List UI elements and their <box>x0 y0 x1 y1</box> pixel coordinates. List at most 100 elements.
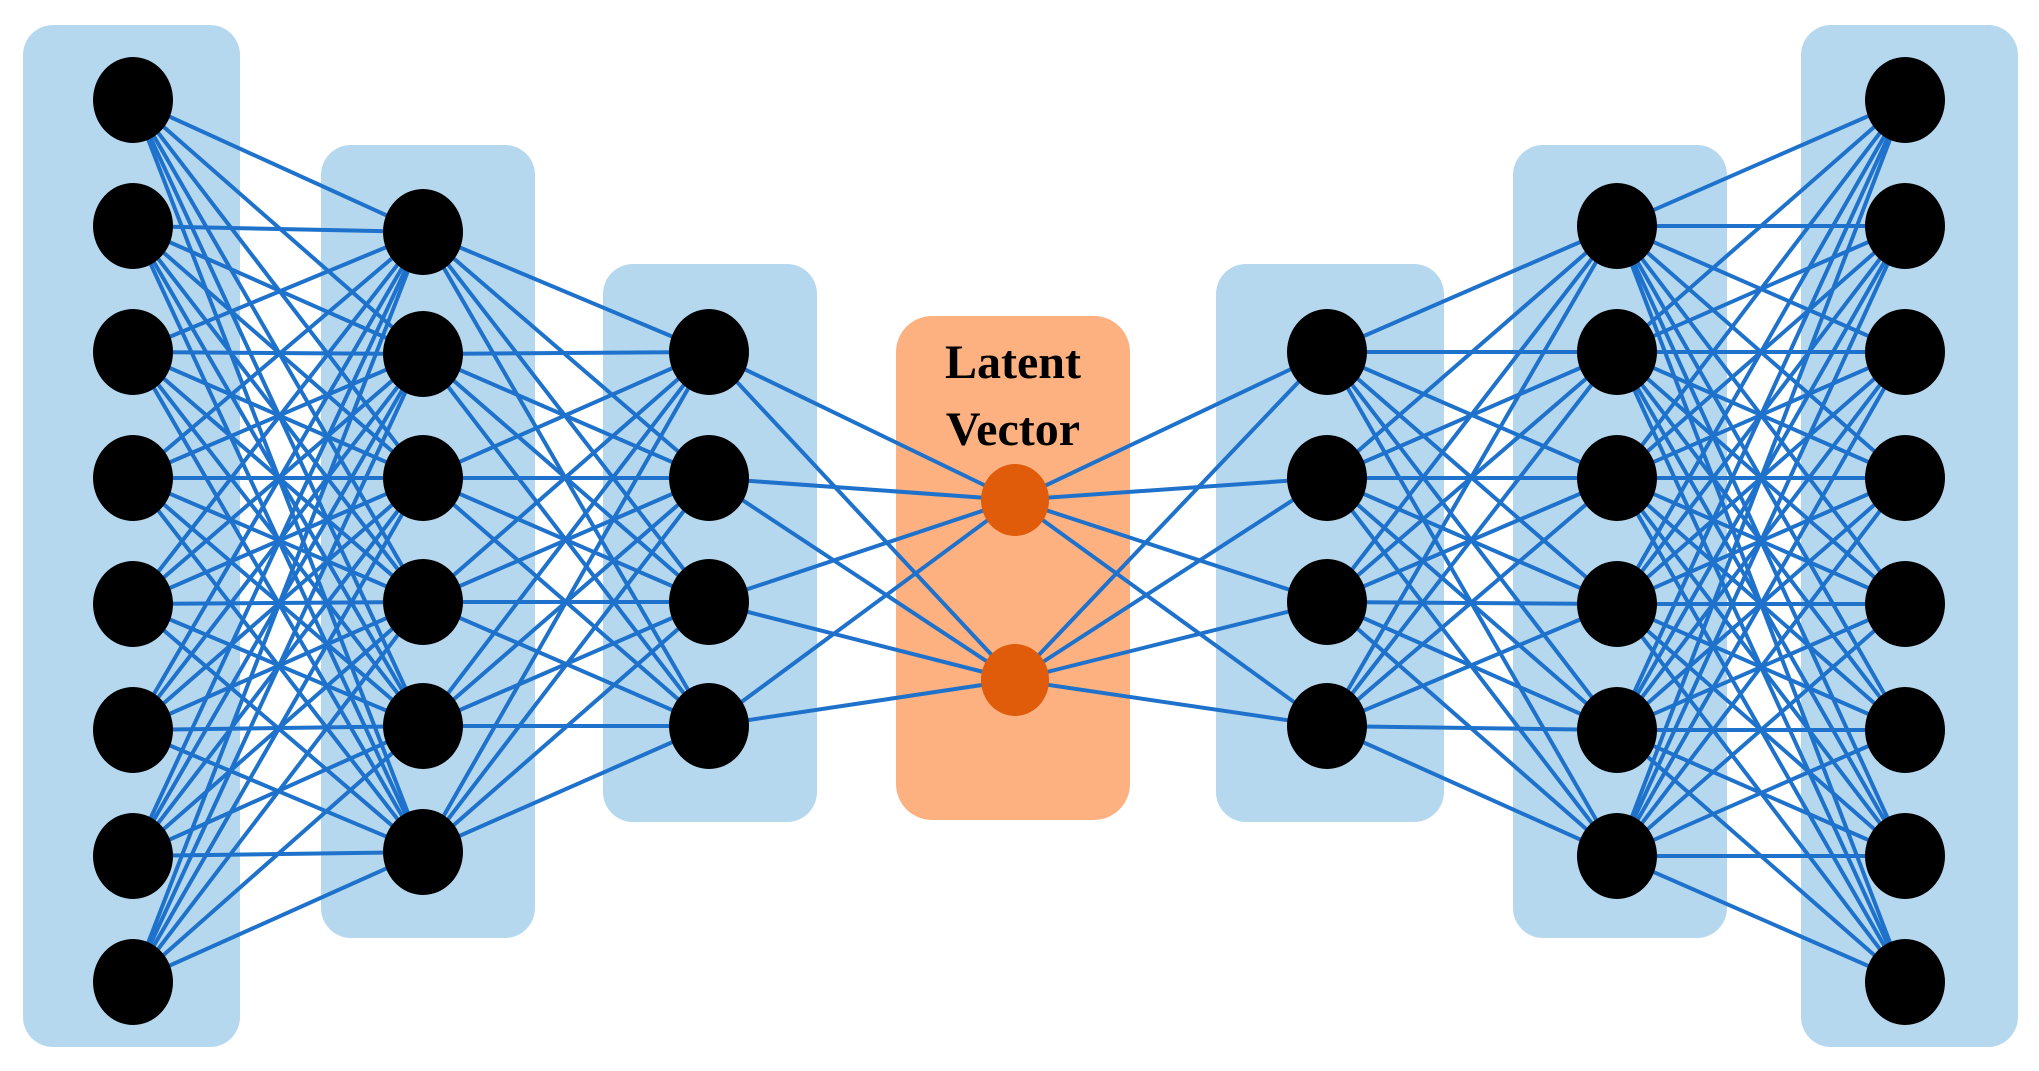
neuron-layer-7 <box>1865 687 1945 773</box>
layer-box-2 <box>321 145 535 938</box>
connection-edge <box>1615 728 1907 858</box>
neuron-layer-7 <box>1865 561 1945 647</box>
neuron-layer-1 <box>93 561 173 647</box>
neuron-layer-7 <box>1865 309 1945 395</box>
neurons <box>93 57 1945 1025</box>
latent-neuron <box>981 464 1049 536</box>
neuron-layer-2 <box>383 189 463 275</box>
connection-edge <box>1615 602 1907 858</box>
neuron-layer-7 <box>1865 813 1945 899</box>
layer-boxes <box>23 25 2018 1047</box>
neuron-layer-1 <box>93 813 173 899</box>
neuron-layer-6 <box>1577 561 1657 647</box>
connection-edge <box>131 230 425 984</box>
connection-edge <box>131 476 425 984</box>
connection-edge <box>1615 98 1907 354</box>
neuron-layer-3 <box>669 435 749 521</box>
connection-edge <box>1325 602 1619 728</box>
connection-edge <box>1013 600 1329 682</box>
connection-edge <box>131 98 425 234</box>
neuron-layer-5 <box>1287 683 1367 769</box>
connection-edge <box>1325 224 1619 604</box>
connection-edge <box>707 350 1017 682</box>
connection-edge <box>421 476 711 854</box>
connection-edge <box>1615 350 1907 858</box>
connection-edge <box>1325 724 1619 732</box>
neuron-layer-1 <box>93 939 173 1025</box>
connection-edge <box>707 476 1017 502</box>
connection-edge <box>131 724 425 984</box>
neuron-layer-7 <box>1865 435 1945 521</box>
connection-edge <box>1615 98 1907 480</box>
connection-edge <box>421 350 711 480</box>
connection-edge <box>421 350 711 604</box>
connection-edge <box>707 476 1017 682</box>
layer-box-6 <box>1513 145 1727 938</box>
neuron-layer-5 <box>1287 309 1367 395</box>
connection-edge <box>131 230 425 858</box>
neuron-layer-1 <box>93 309 173 395</box>
connection-edge <box>1615 98 1907 858</box>
connection-edge <box>131 600 425 984</box>
connection-edge <box>707 498 1017 728</box>
neuron-layer-5 <box>1287 559 1367 645</box>
connection-edge <box>1325 724 1619 858</box>
latent-neuron <box>981 644 1049 716</box>
neuron-layer-3 <box>669 309 749 395</box>
layer-box-1 <box>23 25 240 1047</box>
neuron-layer-6 <box>1577 435 1657 521</box>
neuron-layer-2 <box>383 683 463 769</box>
connection-edge <box>1615 98 1907 228</box>
connection-edge <box>421 350 711 854</box>
connection-edge <box>131 230 425 354</box>
neuron-layer-7 <box>1865 183 1945 269</box>
connection-edge <box>421 350 711 356</box>
connection-edge <box>707 600 1017 682</box>
connection-edge <box>707 498 1017 604</box>
neuron-layer-5 <box>1287 435 1367 521</box>
connection-edge <box>1325 350 1619 728</box>
connection-edge <box>421 350 711 728</box>
connection-edge <box>131 850 425 984</box>
latent-label-line1: Latent <box>945 336 1081 389</box>
neuron-layer-3 <box>669 683 749 769</box>
neuron-layer-2 <box>383 311 463 397</box>
connection-edge <box>1013 476 1329 502</box>
connection-edge <box>1325 224 1619 354</box>
connection-edge <box>1325 224 1619 480</box>
neuron-layer-6 <box>1577 813 1657 899</box>
neuron-layer-1 <box>93 435 173 521</box>
connection-edge <box>707 678 1017 728</box>
neuron-layer-2 <box>383 809 463 895</box>
connection-edge <box>1013 350 1329 502</box>
connection-edge <box>1013 498 1329 728</box>
neuron-layer-7 <box>1865 939 1945 1025</box>
neuron-layer-6 <box>1577 309 1657 395</box>
connection-edge <box>421 724 711 854</box>
connection-edge <box>421 600 711 854</box>
latent-vector-box <box>896 316 1130 820</box>
neuron-layer-7 <box>1865 57 1945 143</box>
connection-edge <box>1325 476 1619 728</box>
neuron-layer-1 <box>93 57 173 143</box>
connection-edge <box>1013 476 1329 682</box>
connections <box>131 98 1907 984</box>
latent-label-line2: Vector <box>946 403 1080 456</box>
connection-edge <box>1013 678 1329 728</box>
connection-edge <box>1615 224 1907 858</box>
connection-edge <box>1615 476 1907 858</box>
neuron-layer-6 <box>1577 687 1657 773</box>
neuron-layer-1 <box>93 687 173 773</box>
connection-edge <box>131 352 425 984</box>
connection-edge <box>131 230 425 606</box>
connection-edge <box>131 224 425 234</box>
neuron-layer-2 <box>383 559 463 645</box>
neuron-layer-2 <box>383 435 463 521</box>
connection-edge <box>1325 224 1619 728</box>
connection-edge <box>131 230 425 480</box>
neuron-layer-3 <box>669 559 749 645</box>
connection-edge <box>1615 98 1907 606</box>
connection-edge <box>1615 854 1907 984</box>
connection-edge <box>1615 98 1907 732</box>
